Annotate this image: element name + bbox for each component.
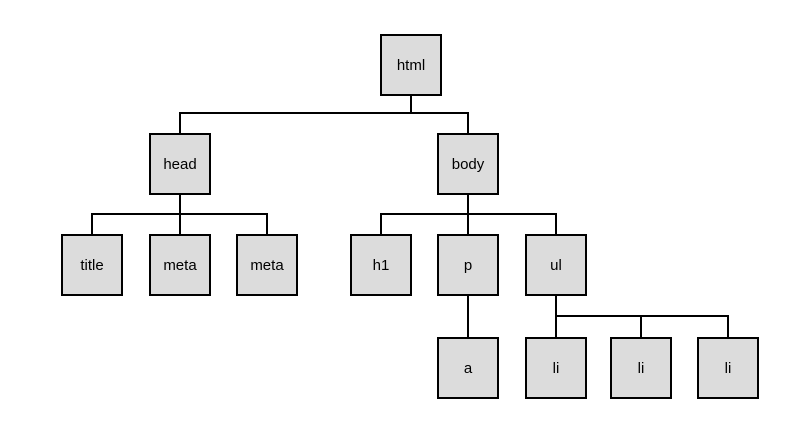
- connector-p-a: [467, 296, 469, 337]
- tree-node-li-1: li: [525, 337, 587, 399]
- node-label: meta: [163, 256, 197, 274]
- connector-drop-meta-1: [179, 213, 181, 234]
- tree-node-a: a: [437, 337, 499, 399]
- tree-node-li-3: li: [697, 337, 759, 399]
- node-label: li: [637, 359, 645, 377]
- tree-node-li-2: li: [610, 337, 672, 399]
- connector-drop-li-3: [727, 315, 729, 337]
- connector-drop-title: [91, 213, 93, 234]
- connector-drop-body: [467, 112, 469, 133]
- tree-node-body: body: [437, 133, 499, 195]
- node-label: html: [396, 56, 426, 74]
- node-label: li: [552, 359, 560, 377]
- connector-drop-head: [179, 112, 181, 133]
- tree-node-title: title: [61, 234, 123, 296]
- tree-node-p: p: [437, 234, 499, 296]
- node-label: title: [80, 256, 104, 274]
- connector-drop-li-2: [640, 315, 642, 337]
- connector-html-stub: [410, 96, 412, 114]
- connector-html-bus: [179, 112, 469, 114]
- node-label: meta: [250, 256, 284, 274]
- node-label: li: [724, 359, 732, 377]
- tree-node-html: html: [380, 34, 442, 96]
- connector-drop-ul: [555, 213, 557, 234]
- connector-body-stub: [467, 195, 469, 215]
- connector-drop-h1: [380, 213, 382, 234]
- connector-ul-bus: [555, 315, 729, 317]
- connector-head-stub: [179, 195, 181, 215]
- tree-node-head: head: [149, 133, 211, 195]
- node-label: a: [463, 359, 473, 377]
- node-label: ul: [550, 256, 562, 274]
- node-label: h1: [372, 256, 390, 274]
- tree-node-ul: ul: [525, 234, 587, 296]
- tree-node-meta-1: meta: [149, 234, 211, 296]
- node-label: body: [451, 155, 485, 173]
- node-label: p: [463, 256, 473, 274]
- tree-node-h1: h1: [350, 234, 412, 296]
- node-label: head: [163, 155, 197, 173]
- connector-drop-meta-2: [266, 213, 268, 234]
- tree-node-meta-2: meta: [236, 234, 298, 296]
- connector-drop-p: [467, 213, 469, 234]
